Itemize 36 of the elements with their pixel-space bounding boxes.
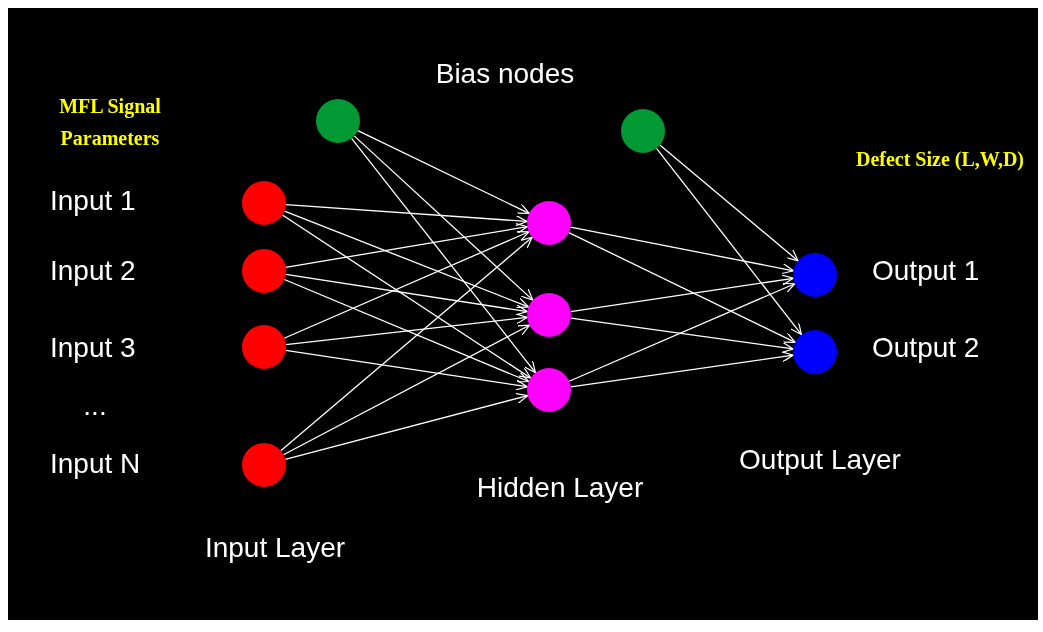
layer-label: Defect Size (L,W,D) (855, 147, 1025, 173)
arrow (350, 137, 537, 374)
arrow (282, 324, 531, 456)
layer-label: Output Layer (738, 443, 902, 477)
arrow (569, 226, 795, 275)
arrow (283, 278, 530, 383)
arrow (570, 351, 794, 388)
arrow (284, 392, 529, 461)
neuron-label: Input 1 (50, 184, 137, 218)
arrow (283, 231, 530, 339)
layer-label: Bias nodes (434, 57, 576, 91)
arrow (353, 135, 534, 301)
arrow (283, 210, 530, 309)
arrow (570, 274, 794, 313)
layer-label: Input Layer (203, 531, 347, 565)
arrow (280, 236, 533, 452)
arrow (285, 273, 528, 316)
neuron-label: Input 2 (50, 254, 137, 288)
neuron-label: Input 3 (50, 331, 137, 365)
layer-label: ... (82, 389, 108, 423)
arrow (570, 317, 794, 353)
layer-label: MFL Signal Parameters (58, 94, 162, 151)
arrow (568, 282, 796, 382)
arrow (281, 214, 532, 379)
arrow (568, 231, 796, 344)
arrow (285, 203, 528, 227)
arrow (357, 129, 530, 215)
layer-label: Hidden Layer (475, 471, 645, 505)
neuron-label: Output 2 (872, 331, 981, 365)
arrow (655, 147, 803, 336)
arrow (659, 144, 799, 262)
arrow (285, 313, 528, 346)
arrow (285, 349, 528, 391)
neuron-label: Input N (50, 447, 142, 481)
neuron-label: Output 1 (872, 254, 981, 288)
arrow (285, 222, 528, 268)
